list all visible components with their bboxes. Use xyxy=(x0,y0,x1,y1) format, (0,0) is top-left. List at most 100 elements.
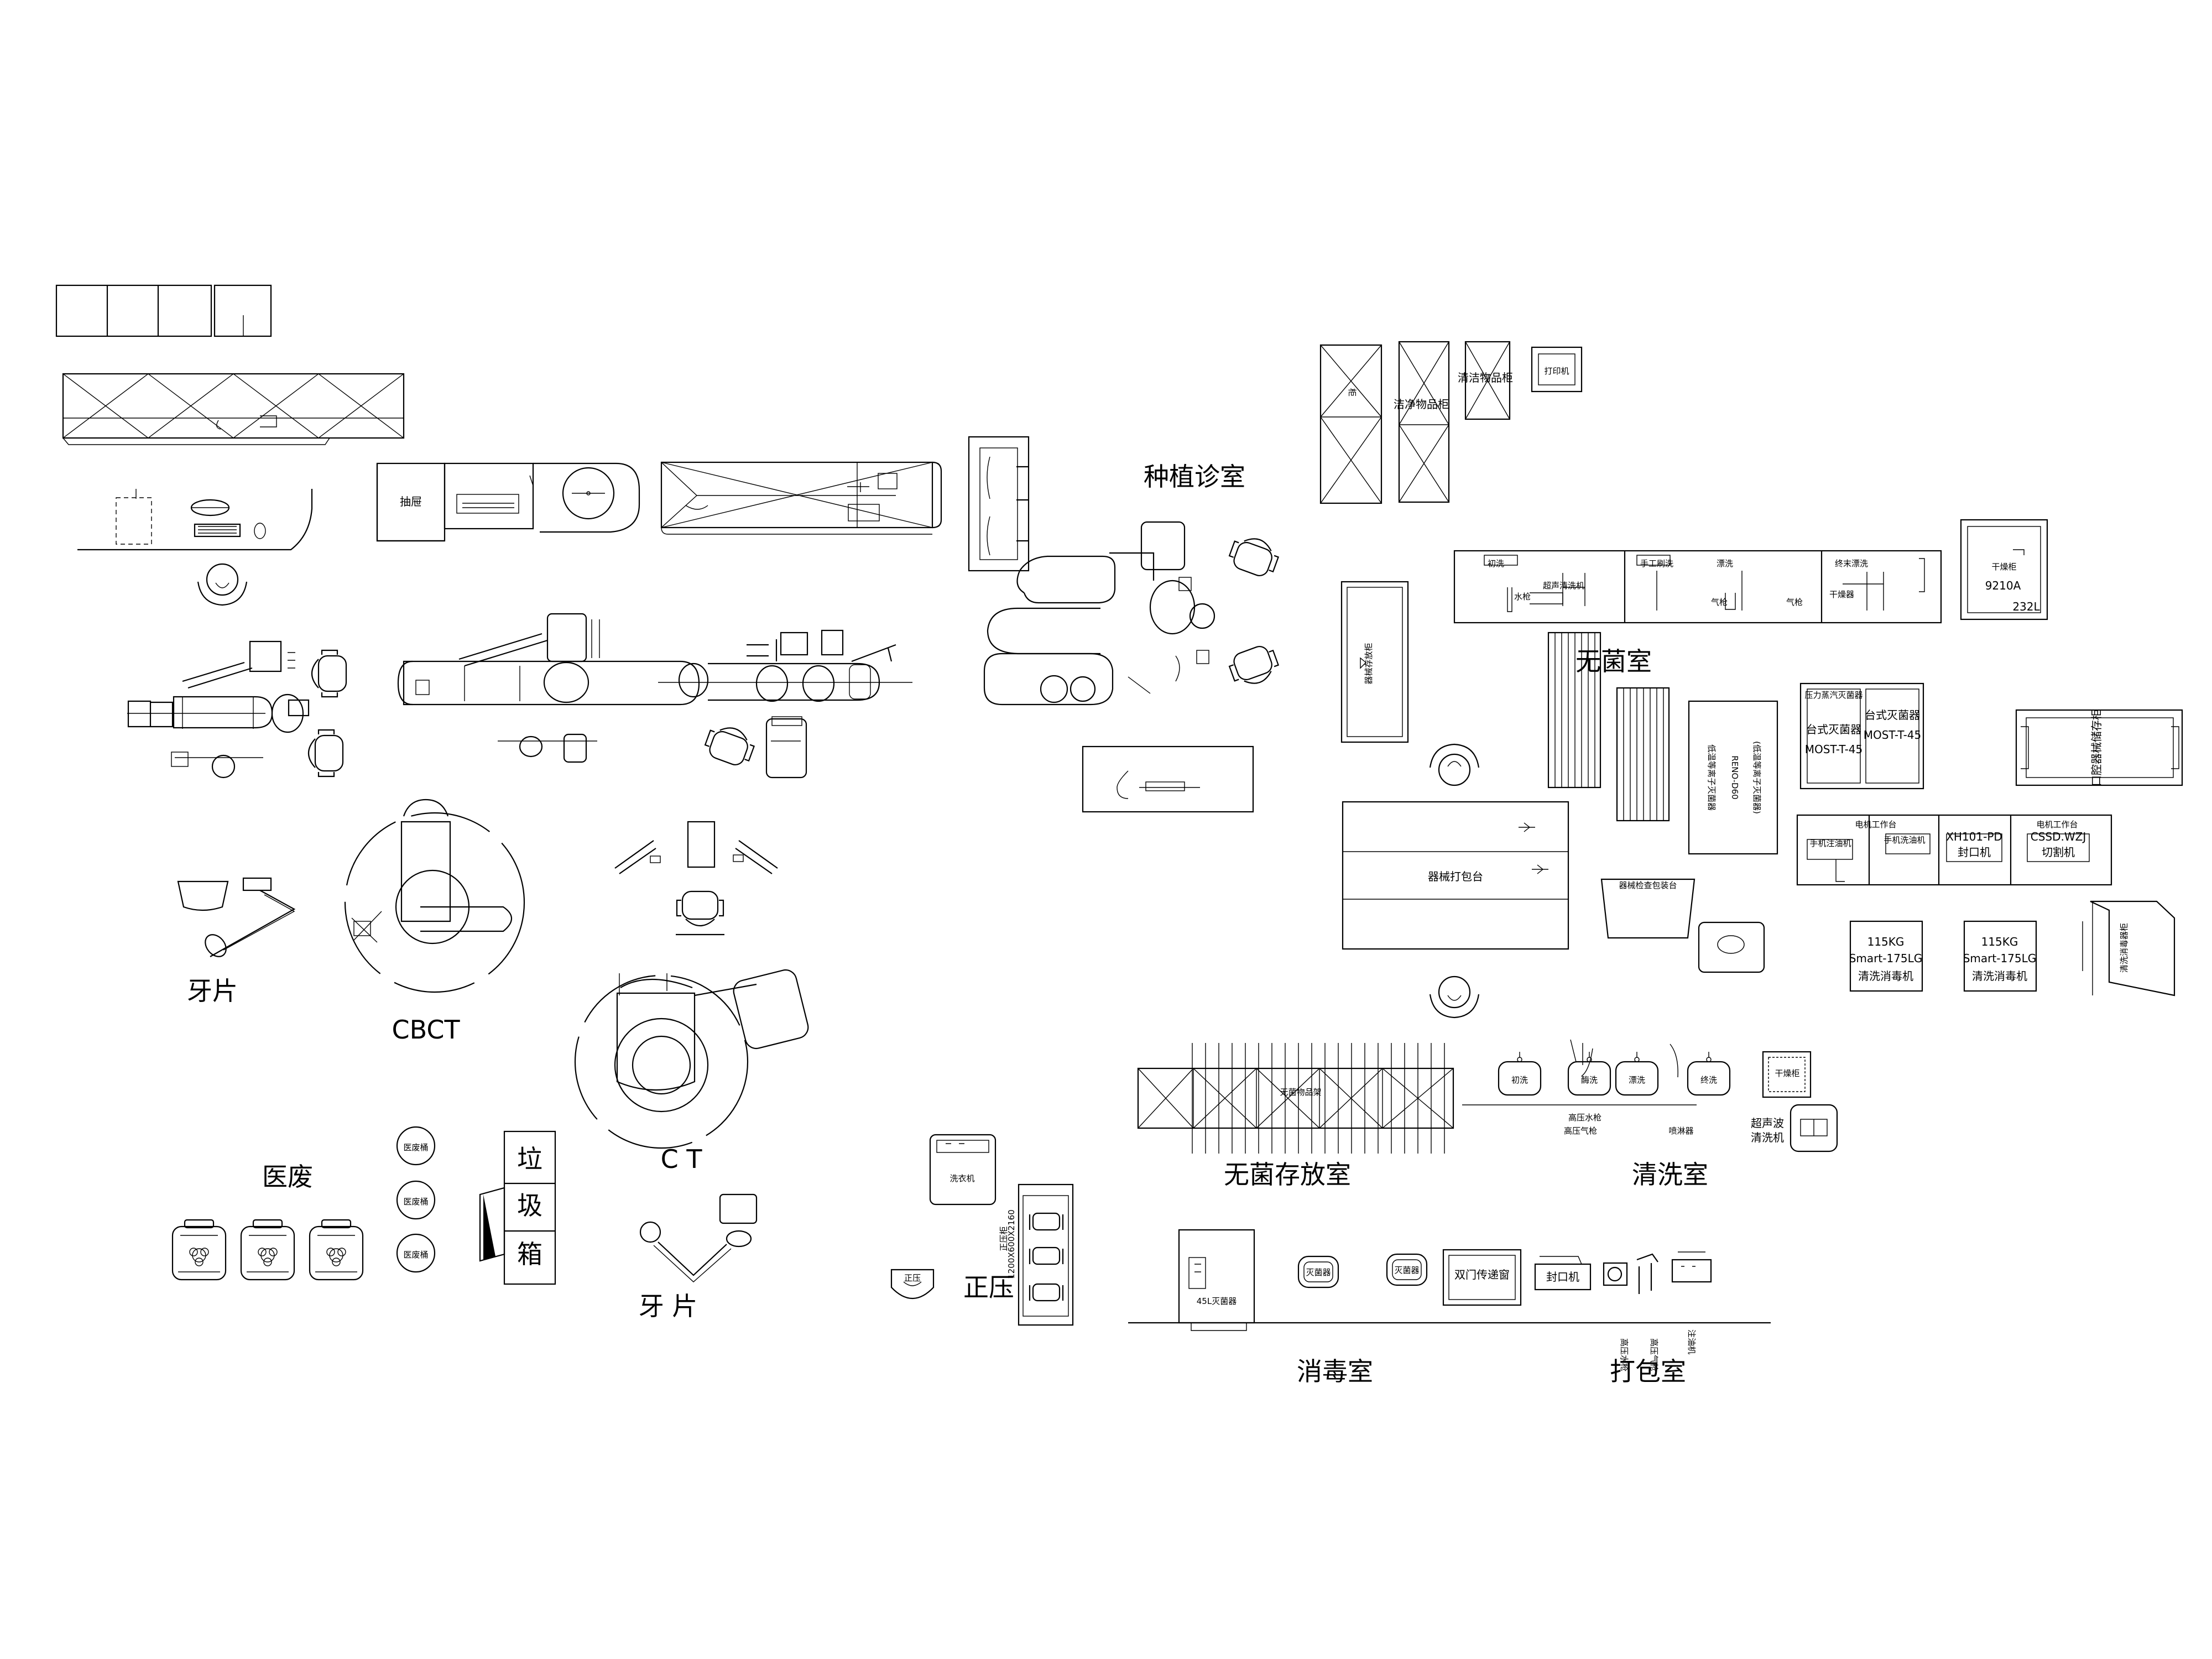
garbage-char-1: 垃 xyxy=(517,1144,542,1174)
sterilizer-label: MOST-T-45 xyxy=(1805,743,1863,756)
sterilizer-label: MOST-T-45 xyxy=(1864,728,1922,742)
washer-label: 清洗消毒机 xyxy=(1858,969,1913,983)
sink-label: 终洗 xyxy=(1700,1075,1717,1085)
bench-label: 初洗 xyxy=(1488,559,1504,568)
disinfect-pack-equipment xyxy=(1128,1229,1771,1331)
bench-row-label: CSSD.WZJ xyxy=(2031,830,2086,843)
storage-rack-label: 无菌物品架 xyxy=(1280,1087,1321,1097)
cabinet-label: 柜 xyxy=(1347,388,1357,397)
sterilizer-label: 灭菌器 xyxy=(1306,1267,1331,1277)
medwaste-bin-label: 医废桶 xyxy=(403,1197,428,1207)
cabinet-label: 清洗消毒器柜 xyxy=(2119,923,2129,973)
washer-label: 清洗消毒机 xyxy=(1972,969,2027,983)
pack-table-label: 器械打包台 xyxy=(1428,870,1483,883)
sterilizer-45l-label: 45L灭菌器 xyxy=(1197,1296,1237,1306)
operator-station xyxy=(614,821,778,936)
dryer-label: 干燥柜 xyxy=(1991,562,2016,572)
pass-window-label: 双门传递窗 xyxy=(1454,1268,1510,1281)
washer-machine-label: 洗衣机 xyxy=(950,1173,974,1183)
room-label-disinfect: 消毒室 xyxy=(1297,1357,1373,1386)
washing-room-equipment xyxy=(1462,1039,1838,1152)
medical-waste-bins xyxy=(171,1219,364,1281)
room-label-ya-left: 牙片 xyxy=(187,976,238,1006)
garbage-char-2: 圾 xyxy=(517,1191,542,1220)
room-label-ya-center: 牙 片 xyxy=(639,1291,698,1321)
dryer-label: 9210A xyxy=(1985,579,2021,592)
room-label-sterile: 无菌室 xyxy=(1575,646,1652,676)
sterile-storage-rack xyxy=(1137,1043,1454,1154)
positive-tag: 正压 xyxy=(904,1273,921,1283)
bench-label: 漂洗 xyxy=(1717,559,1733,568)
bench-tag: 电机工作台 xyxy=(2036,820,2078,830)
sterilizer-label: 台式灭菌器 xyxy=(1865,708,1920,722)
wash-bench xyxy=(1453,550,1942,624)
cbct-machine xyxy=(344,799,525,993)
sterile-room-furniture xyxy=(1340,581,2183,1019)
room-label-sterile-storage: 无菌存放室 xyxy=(1224,1160,1351,1190)
washer-label: 115KG xyxy=(1981,935,2018,948)
ultrasonic-label: 超声波 xyxy=(1751,1117,1784,1130)
sterilizer-label: 灭菌器 xyxy=(1394,1265,1419,1275)
low-temp-label: 低温等离子灭菌器 xyxy=(1707,744,1717,811)
sink-cabinet: 抽屉 xyxy=(376,462,640,542)
medwaste-bin-label: 医废桶 xyxy=(403,1142,428,1152)
ultrasonic-label: 清洗机 xyxy=(1751,1131,1784,1144)
bench-tag: 电机工作台 xyxy=(1855,820,1896,830)
cabinet-label: 打印机 xyxy=(1544,366,1569,376)
sealer-label: 封口机 xyxy=(1546,1270,1579,1284)
room-label-medwaste: 医废 xyxy=(262,1162,313,1192)
bench-label: 超声清洗机 xyxy=(1543,581,1584,591)
cabinet-label: 器械存放柜 xyxy=(1364,643,1374,684)
bench-label: 干燥器 xyxy=(1829,589,1854,599)
packing-item: 高压气枪 xyxy=(1649,1338,1659,1371)
implant-cabinets xyxy=(1319,341,1583,504)
dryer-label: 232L xyxy=(2012,600,2040,613)
wash-note: 高压水枪 xyxy=(1568,1113,1601,1123)
low-temp-label: RENO-D60 xyxy=(1730,755,1740,799)
sterilizer-label: 台式灭菌器 xyxy=(1806,723,1861,736)
xray-device-center xyxy=(639,1193,758,1282)
bench-label: 气枪 xyxy=(1711,597,1728,607)
drawer-label: 抽屉 xyxy=(400,495,422,508)
room-label-packing: 打包室 xyxy=(1610,1357,1686,1386)
bench-label: 手工刷洗 xyxy=(1640,559,1673,568)
washer-label: 115KG xyxy=(1867,935,1905,948)
bench-row-label: 切割机 xyxy=(2042,846,2075,859)
bench-row-label: 封口机 xyxy=(1958,846,1991,859)
cabinet-label: 洁净物品柜 xyxy=(1394,398,1449,411)
ct-machine xyxy=(574,969,809,1149)
room-label-ct: C T xyxy=(661,1144,703,1174)
room-label-implant: 种植诊室 xyxy=(1144,462,1245,492)
bench-label: 终末漂洗 xyxy=(1835,559,1868,568)
medwaste-bin-label: 医废桶 xyxy=(403,1250,428,1260)
cabinet-label: 清洁物品柜 xyxy=(1458,371,1513,384)
wash-note: 高压气枪 xyxy=(1564,1126,1597,1136)
top-left-cabinets xyxy=(55,284,405,445)
packing-item: 高压水枪 xyxy=(1619,1338,1629,1371)
inspect-label: 器械检查包装台 xyxy=(1619,880,1677,890)
garbage-char-3: 箱 xyxy=(517,1239,542,1269)
dental-chair-2 xyxy=(397,613,700,763)
positive-pressure-room xyxy=(890,1134,1074,1326)
room-label-washing: 清洗室 xyxy=(1632,1160,1708,1190)
implant-room-equipment xyxy=(968,436,1282,813)
sink-label: 初洗 xyxy=(1511,1075,1528,1085)
bench-row-label: XH101-PD xyxy=(1946,830,2002,843)
counter-with-sinks xyxy=(660,461,942,535)
dental-chair-1 xyxy=(127,640,347,779)
dental-chair-3 xyxy=(658,629,912,779)
sterilizer-label: 压力蒸汽灭菌器 xyxy=(1804,690,1863,700)
storage-bench-label: 口腔器械储存柜 xyxy=(2090,709,2103,786)
bench-label: 水枪 xyxy=(1514,592,1531,602)
xray-device-left xyxy=(177,877,296,957)
washer-label: Smart-175LG xyxy=(1849,952,1923,965)
room-label-positive: 正压 xyxy=(963,1272,1014,1302)
bench-row-label: 手机注油机 xyxy=(1809,838,1851,848)
garbage-box xyxy=(479,1130,556,1285)
bench-label: 气枪 xyxy=(1786,597,1803,607)
washer-label: Smart-175LG xyxy=(1963,952,2037,965)
rack-label: 1200X600X2160 xyxy=(1006,1209,1016,1279)
medwaste-bin-circles: 医废桶 医废桶 医废桶 xyxy=(396,1126,436,1273)
rack-label: 正压柜 xyxy=(999,1226,1009,1251)
